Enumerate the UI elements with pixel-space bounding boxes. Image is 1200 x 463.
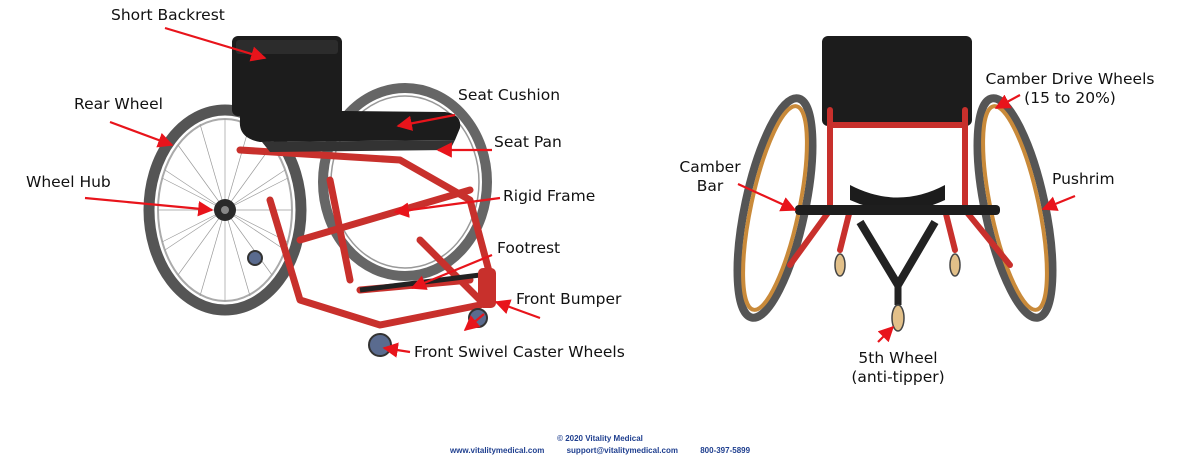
label-camber-bar: Camber Bar [672,158,748,196]
label-seat-pan: Seat Pan [494,133,562,151]
rear-wheel [143,104,307,316]
arrow-camber-bar [737,182,797,212]
arrow-short-backrest [164,26,267,62]
arrow-wheel-hub [84,196,214,217]
arrow-front-bumper-caster [463,313,485,331]
label-camber-bar-line1: Camber [679,158,741,176]
phone-number: 800-397-5899 [700,446,751,455]
label-front-bumper: Front Bumper [516,290,622,308]
fifth-wheel-part [891,304,905,332]
label-front-swivel-caster-wheels: Front Swivel Caster Wheels [414,343,625,361]
label-fifth-wheel-line2: (anti-tipper) [851,368,945,386]
label-camber-drive-wheels-line2: (15 to 20%) [1024,89,1116,107]
front-view-frame [787,107,1013,268]
email-link[interactable]: support@vitalitymedical.com [566,446,678,455]
arrow-rear-wheel [109,120,174,148]
camber-bar-part [795,205,1000,215]
website-link[interactable]: www.vitalitymedical.com [449,446,545,455]
label-fifth-wheel-line1: 5th Wheel [858,349,938,367]
front-bumper-part [478,268,496,308]
arrow-footrest [410,253,493,290]
arrow-rigid-frame [393,196,501,218]
label-fifth-wheel: 5th Wheel (anti-tipper) [838,349,958,387]
label-camber-drive-wheels-line1: Camber Drive Wheels [985,70,1155,88]
front-view-backrest [822,36,972,126]
label-wheel-hub: Wheel Hub [26,173,111,191]
label-footrest: Footrest [497,239,561,257]
label-seat-cushion: Seat Cushion [458,86,561,104]
arrow-pushrim [1041,194,1076,211]
seat-cushion-part [239,110,461,142]
arrow-camber-drive-wheels [994,94,1021,109]
label-camber-drive-wheels: Camber Drive Wheels (15 to 20%) [985,70,1155,108]
arrow-seat-cushion [396,113,456,131]
label-pushrim: Pushrim [1052,170,1115,188]
footer-copyright: © 2020 Vitality Medical [0,434,1200,443]
label-rear-wheel: Rear Wheel [74,95,163,113]
left-wheelchair-illustration [143,36,496,357]
arrow-front-swivel-caster [382,342,411,358]
label-short-backrest: Short Backrest [111,6,225,24]
label-camber-bar-line2: Bar [696,177,724,195]
footer-contact: www.vitalitymedical.com support@vitality… [0,446,1200,455]
callout-arrows [84,26,1076,358]
right-wheelchair-illustration [733,36,1057,332]
front-view-casters [834,253,961,332]
arrow-front-bumper [494,299,541,320]
rigid-frame-part [236,146,494,329]
label-rigid-frame: Rigid Frame [503,187,596,205]
arrow-fifth-wheel [877,325,895,343]
copyright-text: © 2020 Vitality Medical [557,434,643,443]
